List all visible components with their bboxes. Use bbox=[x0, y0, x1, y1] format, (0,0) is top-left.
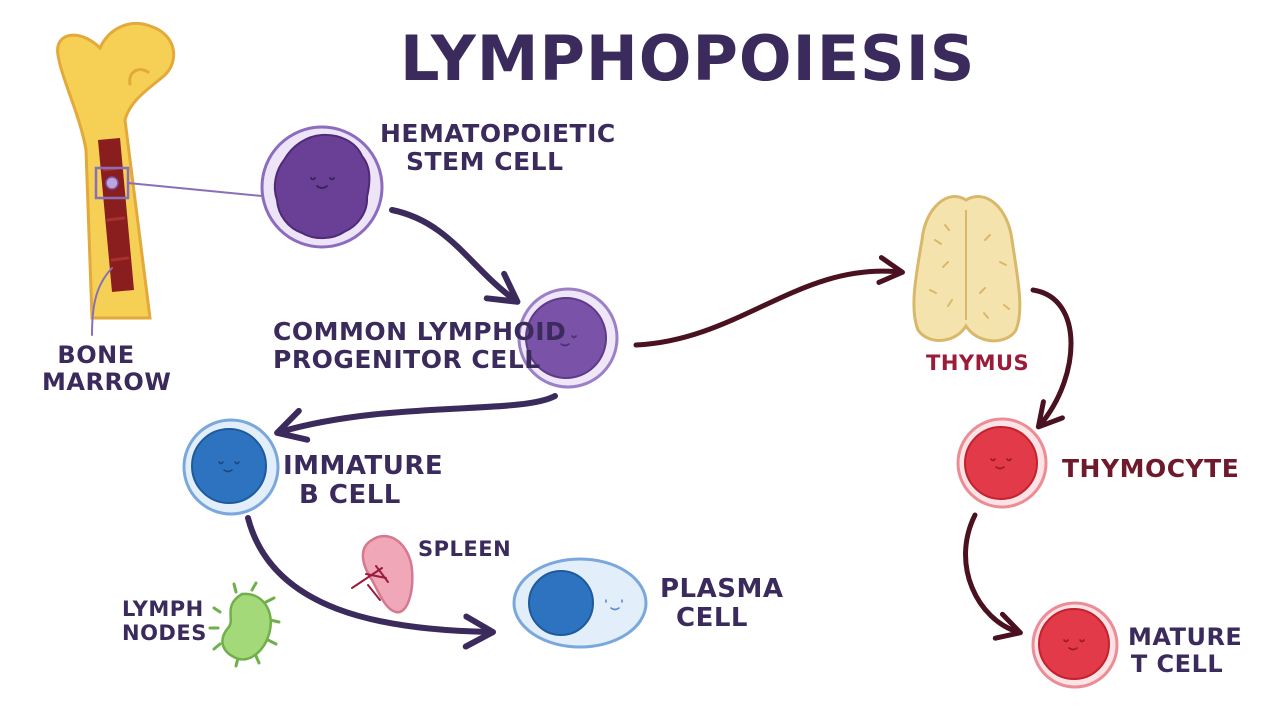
thymocyte-cell bbox=[956, 417, 1048, 509]
arrow-clp-to-immature-b bbox=[274, 393, 558, 443]
marrow-cell-dot bbox=[105, 176, 119, 190]
label-thymus: THYMUS bbox=[926, 351, 1030, 375]
label-lymph-nodes: LYMPH NODES bbox=[122, 597, 207, 645]
label-thymocyte: THYMOCYTE bbox=[1062, 454, 1240, 483]
label-mature-t-cell: MATURE T CELL bbox=[1128, 623, 1243, 678]
arrow-thymus-to-thymocyte bbox=[1030, 287, 1074, 430]
arrow-hsc-to-clp bbox=[389, 207, 521, 305]
spleen-illustration bbox=[351, 534, 414, 614]
label-hematopoietic-stem-cell: HEMATOPOIETIC STEM CELL bbox=[380, 119, 616, 176]
bone-marrow-pointer bbox=[91, 267, 113, 336]
thymus-illustration bbox=[912, 194, 1022, 343]
label-immature-b-cell: IMMATURE B CELL bbox=[283, 451, 444, 511]
immature-b-cell bbox=[182, 418, 280, 516]
label-common-lymphoid-progenitor: COMMON LYMPHOID PROGENITOR CELL bbox=[273, 317, 567, 374]
page-title: LYMPHOPOIESIS bbox=[400, 22, 976, 95]
arrow-clp-to-thymus bbox=[633, 255, 905, 348]
marrow-zoom-line bbox=[127, 182, 263, 197]
mature-t-cell bbox=[1031, 601, 1119, 689]
hematopoietic-stem-cell bbox=[260, 125, 384, 249]
label-plasma-cell: PLASMA CELL bbox=[660, 574, 784, 634]
label-bone-marrow: BONE MARROW bbox=[42, 341, 172, 396]
lymph-node-illustration bbox=[208, 581, 281, 668]
arrow-thymocyte-to-mature-t bbox=[963, 512, 1023, 641]
plasma-cell bbox=[512, 557, 648, 649]
common-lymphoid-progenitor-cell bbox=[517, 287, 619, 389]
label-spleen: SPLEEN bbox=[418, 537, 512, 561]
arrow-immature-b-to-plasma bbox=[245, 515, 496, 650]
